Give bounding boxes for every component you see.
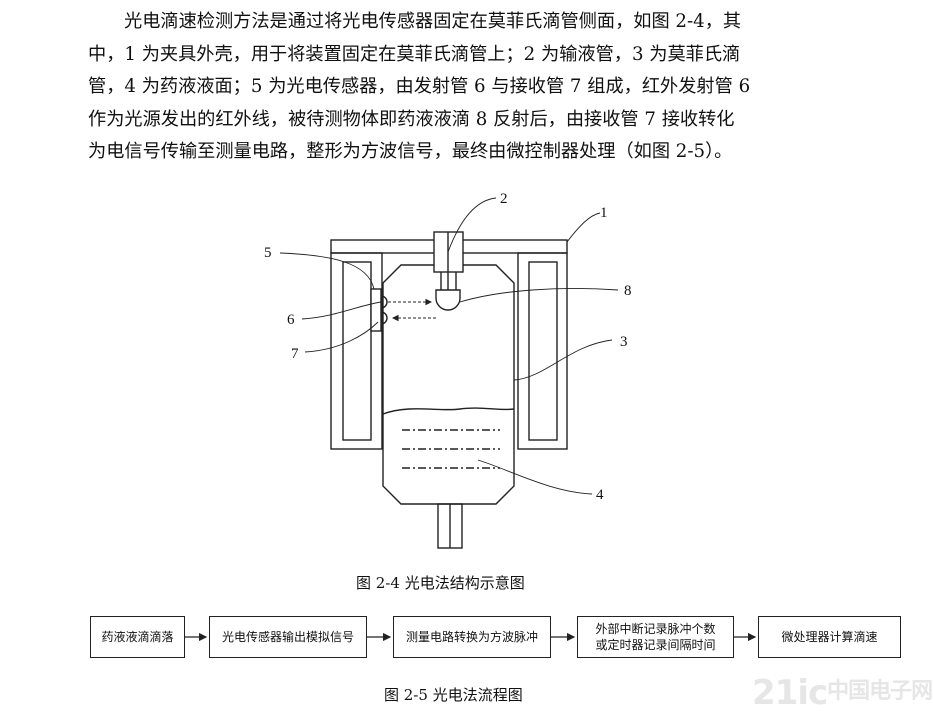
clamp-right-arm bbox=[517, 252, 568, 450]
receiver-tube bbox=[380, 311, 388, 325]
flow-box-label: 微处理器计算滴速 bbox=[781, 630, 878, 644]
liquid-surface bbox=[382, 407, 515, 415]
structure-diagram: 1 2 3 4 5 6 7 8 bbox=[264, 191, 632, 549]
paragraph-line: 为电信号传输至测量电路，整形为方波信号，最终由微控制器处理（如图 2-5）。 bbox=[88, 141, 733, 162]
leader-6 bbox=[301, 301, 382, 320]
leader-5 bbox=[279, 252, 375, 290]
flow-box-counter: 外部中断记录脉冲个数 或定时器记录间隔时间 bbox=[577, 616, 734, 658]
label-1: 1 bbox=[600, 205, 608, 221]
paragraph-line: 管，4 为药液液面；5 为光电传感器，由发射管 6 与接收管 7 组成，红外发射… bbox=[88, 76, 751, 97]
photo-sensor bbox=[370, 288, 382, 332]
clamp-left-arm bbox=[330, 252, 383, 450]
label-2: 2 bbox=[500, 191, 508, 207]
leader-2 bbox=[447, 197, 497, 253]
watermark-logo: 21ic中国电子网 bbox=[752, 673, 933, 713]
flow-box-drip: 药液液滴滴落 bbox=[90, 616, 185, 658]
label-7: 7 bbox=[291, 346, 299, 362]
leader-4 bbox=[477, 459, 593, 495]
leader-8 bbox=[459, 288, 619, 303]
flow-box-label: 药液液滴滴落 bbox=[101, 630, 174, 644]
flow-box-circuit: 测量电路转换为方波脉冲 bbox=[393, 616, 551, 658]
flow-box-sensor: 光电传感器输出模拟信号 bbox=[209, 616, 367, 658]
droplet bbox=[435, 289, 461, 311]
paragraph-line: 作为光源发出的红外线，被待测物体即药液液滴 8 反射后，由接收管 7 接收转化 bbox=[88, 108, 735, 130]
leader-3 bbox=[513, 339, 613, 381]
figure1-caption: 图 2-4 光电法结构示意图 bbox=[356, 574, 525, 592]
emitter-tube bbox=[380, 295, 388, 309]
leader-7 bbox=[304, 321, 379, 353]
flow-box-label: 光电传感器输出模拟信号 bbox=[221, 630, 354, 644]
label-6: 6 bbox=[287, 312, 295, 328]
watermark-sub: 中国电子网 bbox=[827, 679, 933, 704]
figure2-caption: 图 2-5 光电法流程图 bbox=[384, 686, 523, 704]
watermark-main: 21ic bbox=[752, 673, 828, 713]
label-8: 8 bbox=[624, 283, 632, 299]
label-5: 5 bbox=[264, 245, 272, 261]
flow-box-label: 外部中断记录脉冲个数 或定时器记录间隔时间 bbox=[595, 622, 716, 652]
body-paragraph: 光电滴速检测方法是通过将光电传感器固定在莫菲氏滴管侧面，如图 2-4，其 中，1… bbox=[88, 6, 888, 169]
leader-1 bbox=[566, 212, 601, 243]
label-4: 4 bbox=[596, 487, 604, 503]
paragraph-line: 光电滴速检测方法是通过将光电传感器固定在莫菲氏滴管侧面，如图 2-4，其 bbox=[124, 11, 742, 32]
paragraph-line: 中，1 为夹具外壳，用于将装置固定在莫菲氏滴管上；2 为输液管，3 为莫菲氏滴 bbox=[88, 43, 741, 65]
label-3: 3 bbox=[620, 334, 628, 350]
flow-box-mcu: 微处理器计算滴速 bbox=[758, 616, 901, 658]
drip-chamber bbox=[382, 264, 515, 505]
flow-box-label: 测量电路转换为方波脉冲 bbox=[405, 630, 538, 644]
